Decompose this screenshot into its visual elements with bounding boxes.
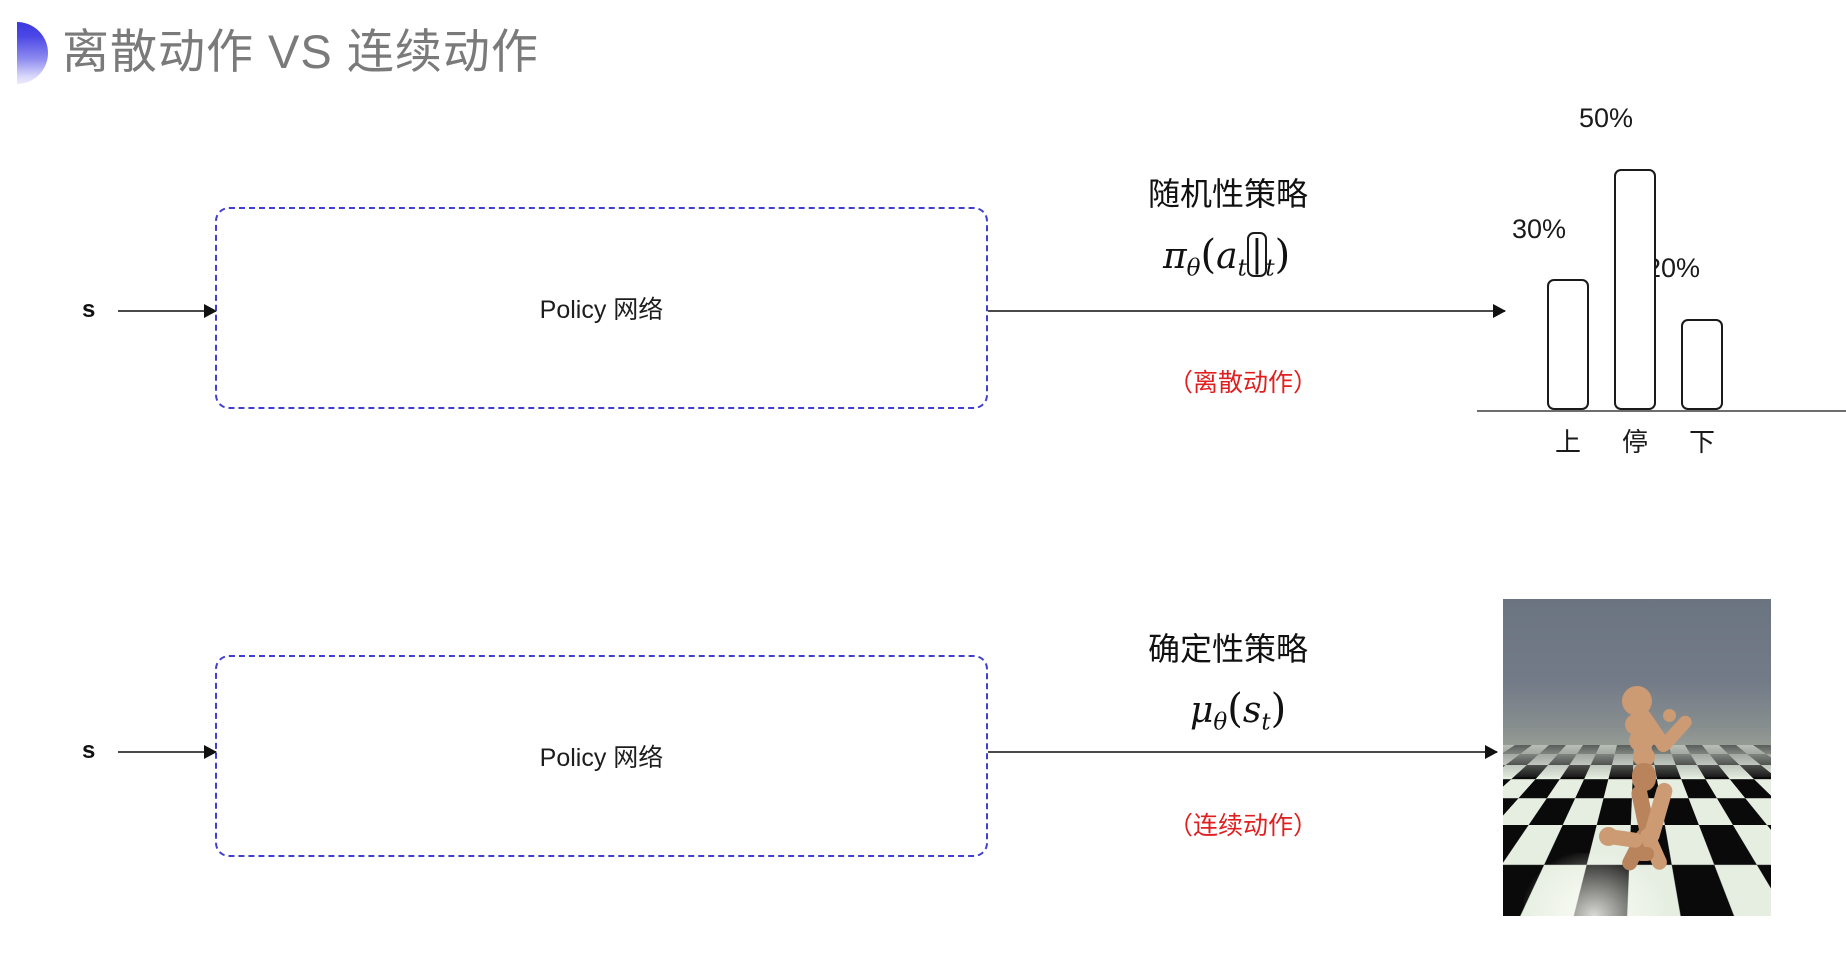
- formula-close-paren-2: ): [1270, 686, 1287, 732]
- state-label-continuous: s: [82, 737, 96, 764]
- bar-1: [1614, 169, 1656, 410]
- bar-value-label-0: 30%: [1511, 214, 1567, 244]
- bar-category-label-0: 上: [1554, 427, 1581, 457]
- input-arrow-discrete: [118, 310, 216, 312]
- formula-open-paren-2: (: [1227, 686, 1243, 732]
- simulation-floor-glare: [1524, 852, 1664, 916]
- humanoid-foot-front: [1634, 847, 1654, 861]
- formula-fn-pi: π: [1163, 236, 1187, 277]
- policy-network-label-continuous: Policy 网络: [539, 744, 664, 772]
- formula-fn-subscript-theta-2: θ: [1213, 709, 1228, 736]
- policy-kind-discrete: 随机性策略: [1148, 176, 1309, 212]
- policy-network-label-discrete: Policy 网络: [539, 296, 664, 324]
- humanoid-hand: [1663, 709, 1676, 722]
- policy-network-box-discrete[interactable]: Policy 网络: [215, 207, 988, 409]
- bar-category-label-2: 下: [1688, 427, 1715, 457]
- output-arrow-discrete: [988, 310, 1505, 312]
- formula-arg-action: a: [1216, 236, 1238, 277]
- output-arrow-continuous: [988, 751, 1497, 753]
- chart-baseline-axis: [1477, 410, 1846, 412]
- formula-arg-action-subscript: t: [1237, 255, 1247, 282]
- formula-arg-state-subscript-2: t: [1261, 709, 1271, 736]
- action-probability-bar-chart: 30% 50% 20% 上 停 下: [1470, 95, 1846, 457]
- page-title: 离散动作 VS 连续动作: [62, 25, 539, 78]
- formula-fn-mu: μ: [1190, 690, 1214, 731]
- action-kind-continuous: （连续动作）: [1168, 812, 1319, 840]
- formula-arg-state-subscript: t: [1265, 255, 1275, 282]
- formula-conditional-bar: |: [1246, 232, 1267, 277]
- state-label-discrete: s: [82, 296, 96, 323]
- bar-0: [1547, 279, 1589, 410]
- input-arrow-continuous: [118, 751, 216, 753]
- bar-value-label-1: 50%: [1578, 103, 1634, 133]
- action-kind-discrete: （离散动作）: [1168, 369, 1319, 397]
- humanoid-simulation-image: [1503, 599, 1771, 916]
- title-bullet-decoration: [17, 22, 48, 84]
- policy-formula-continuous: μθ(st): [1190, 686, 1286, 735]
- bar-2: [1681, 319, 1723, 410]
- formula-arg-state-2: s: [1242, 690, 1262, 731]
- formula-close-paren: ): [1274, 232, 1291, 278]
- policy-network-box-continuous[interactable]: Policy 网络: [215, 655, 988, 857]
- policy-kind-continuous: 确定性策略: [1148, 631, 1309, 667]
- policy-formula-discrete: πθ(at|st): [1163, 232, 1290, 281]
- formula-open-paren: (: [1200, 232, 1217, 278]
- bar-category-label-1: 停: [1621, 427, 1648, 457]
- formula-fn-subscript-theta: θ: [1186, 255, 1201, 282]
- humanoid-abdomen: [1633, 747, 1655, 767]
